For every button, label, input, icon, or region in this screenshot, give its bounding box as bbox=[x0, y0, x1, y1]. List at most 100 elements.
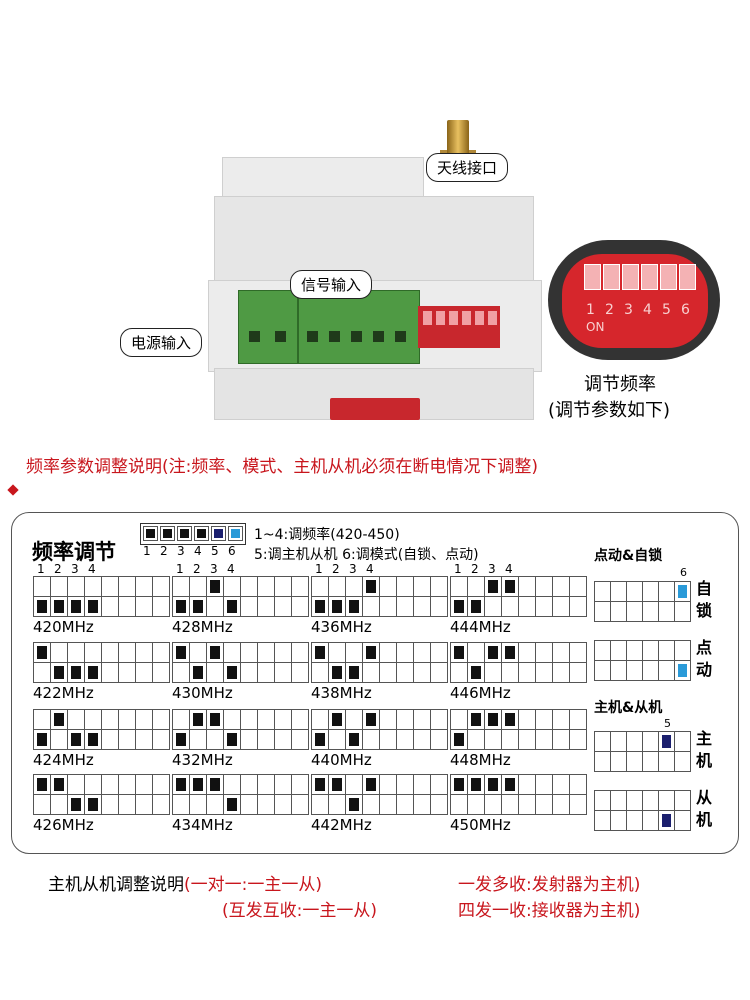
grid-cell bbox=[569, 642, 587, 663]
footer-label: 主机从机调整说明 bbox=[48, 875, 184, 895]
legend-dip bbox=[140, 523, 246, 545]
grid-cell bbox=[84, 774, 102, 795]
grid-cell bbox=[50, 576, 68, 597]
grid-cell bbox=[569, 576, 587, 597]
grid-cell bbox=[658, 640, 675, 661]
grid-cell bbox=[101, 774, 119, 795]
grid-cell bbox=[594, 790, 611, 811]
grid-cell bbox=[345, 642, 363, 663]
grid-cell bbox=[658, 581, 675, 602]
grid-cell bbox=[33, 709, 51, 730]
grid-cell bbox=[328, 576, 346, 597]
grid-cell bbox=[274, 729, 292, 750]
grid-cell bbox=[610, 810, 627, 831]
grid-cell bbox=[152, 642, 170, 663]
frequency-label: 432MHz bbox=[172, 751, 233, 769]
grid-cell bbox=[430, 576, 448, 597]
grid-cell bbox=[674, 640, 691, 661]
dip-switch-down bbox=[193, 666, 203, 679]
grid-cell bbox=[379, 794, 397, 815]
master-grid-slave bbox=[594, 790, 691, 831]
dip-grid bbox=[311, 774, 448, 815]
side-label: 自 bbox=[696, 579, 713, 598]
grid-cell bbox=[626, 601, 643, 622]
grid-cell bbox=[535, 662, 553, 683]
grid-cell bbox=[291, 774, 309, 795]
grid-cell bbox=[642, 601, 659, 622]
grid-cell bbox=[379, 662, 397, 683]
legend-switch bbox=[180, 529, 189, 538]
grid-cell bbox=[67, 709, 85, 730]
dip-switch-up bbox=[193, 713, 203, 726]
frequency-label: 424MHz bbox=[33, 751, 94, 769]
legend-line1: 1~4:调频率(420-450) bbox=[254, 527, 400, 543]
grid-cell bbox=[610, 660, 627, 681]
side-label: 动 bbox=[696, 660, 713, 679]
dip-switch-up bbox=[54, 778, 64, 791]
grid-cell bbox=[569, 709, 587, 730]
column-header-number: 4 bbox=[227, 562, 235, 576]
grid-cell bbox=[311, 709, 329, 730]
grid-cell bbox=[626, 810, 643, 831]
side-label: 从 bbox=[696, 788, 713, 807]
dip-grid bbox=[33, 576, 170, 617]
grid-cell bbox=[291, 662, 309, 683]
grid-cell bbox=[291, 642, 309, 663]
grid-cell bbox=[33, 662, 51, 683]
signal-callout: 信号输入 bbox=[290, 270, 373, 299]
dip-switch-down bbox=[88, 798, 98, 811]
grid-cell bbox=[430, 596, 448, 617]
grid-cell bbox=[501, 729, 519, 750]
grid-cell bbox=[50, 729, 68, 750]
grid-cell bbox=[430, 729, 448, 750]
grid-cell bbox=[535, 596, 553, 617]
grid-cell bbox=[257, 774, 275, 795]
adjust-note: 频率参数调整说明(注:频率、模式、主机从机必须在断电情况下调整) bbox=[26, 457, 538, 477]
dip-grid bbox=[33, 774, 170, 815]
grid-cell bbox=[189, 576, 207, 597]
power-callout: 电源输入 bbox=[120, 328, 203, 357]
dip-switch-up bbox=[505, 646, 515, 659]
grid-cell bbox=[594, 601, 611, 622]
grid-cell bbox=[328, 794, 346, 815]
dip-switch-bottom bbox=[662, 814, 671, 827]
grid-cell bbox=[67, 576, 85, 597]
grid-cell bbox=[467, 576, 485, 597]
dip-grid bbox=[450, 642, 587, 683]
grid-cell bbox=[118, 794, 136, 815]
footer-text: 一发多收:发射器为主机) bbox=[458, 875, 641, 895]
grid-cell bbox=[257, 576, 275, 597]
dip-switch-up bbox=[488, 646, 498, 659]
grid-cell bbox=[257, 729, 275, 750]
grid-cell bbox=[658, 601, 675, 622]
dip-grid bbox=[311, 576, 448, 617]
frequency-label: 442MHz bbox=[311, 816, 372, 834]
grid-cell bbox=[274, 662, 292, 683]
mode-grid-jog bbox=[594, 640, 691, 681]
dip-switch-down bbox=[227, 798, 237, 811]
grid-cell bbox=[396, 576, 414, 597]
grid-cell bbox=[610, 601, 627, 622]
grid-cell bbox=[396, 729, 414, 750]
device-dip-switch bbox=[418, 306, 500, 348]
grid-cell bbox=[50, 642, 68, 663]
frequency-label: 420MHz bbox=[33, 618, 94, 636]
grid-cell bbox=[642, 751, 659, 772]
grid-cell bbox=[594, 731, 611, 752]
grid-cell bbox=[450, 576, 468, 597]
dip-switch-up bbox=[505, 713, 515, 726]
grid-cell bbox=[626, 660, 643, 681]
dip-switch-down bbox=[88, 666, 98, 679]
grid-cell bbox=[518, 576, 536, 597]
dip-switch-up bbox=[471, 713, 481, 726]
grid-cell bbox=[189, 794, 207, 815]
frequency-label: 450MHz bbox=[450, 816, 511, 834]
grid-cell bbox=[430, 774, 448, 795]
dip-switch-bottom bbox=[678, 664, 687, 677]
dip-switch-zoom: 1 2 3 4 5 6 ON bbox=[548, 240, 720, 360]
legend-cell bbox=[143, 526, 158, 541]
grid-cell bbox=[274, 576, 292, 597]
dip-switch-down bbox=[454, 733, 464, 746]
grid-cell bbox=[240, 729, 258, 750]
dip-switch-down bbox=[37, 600, 47, 613]
